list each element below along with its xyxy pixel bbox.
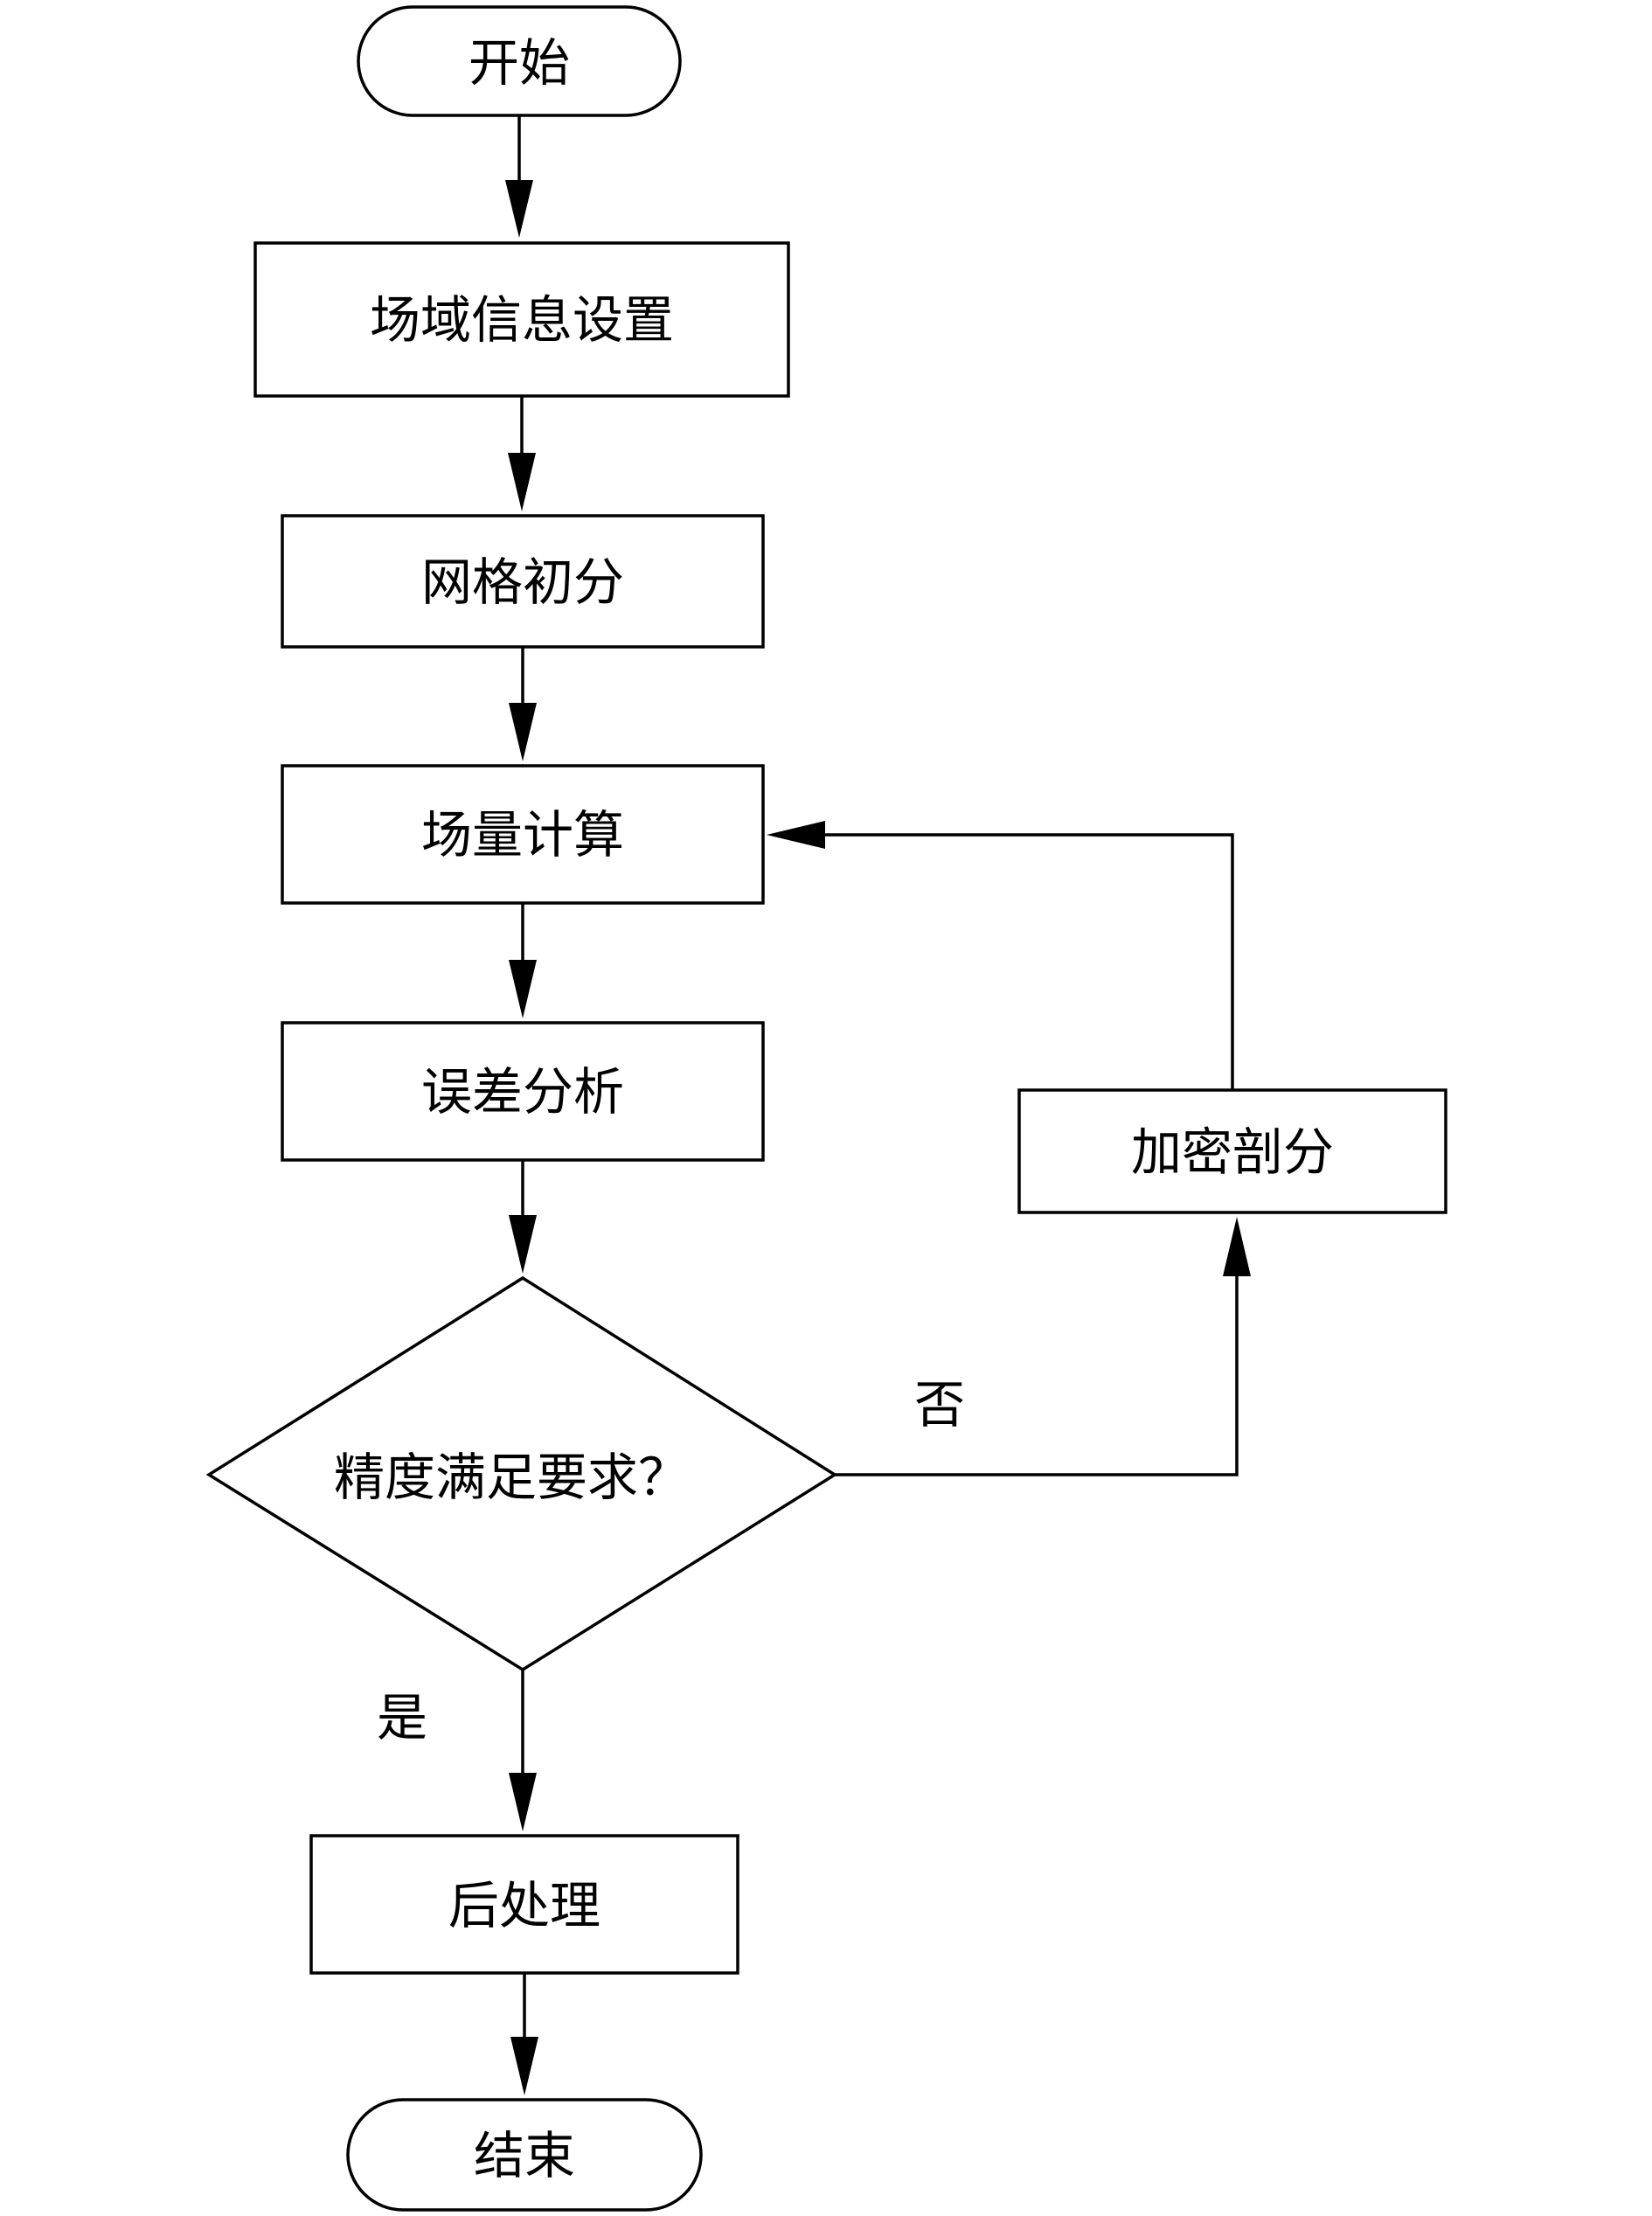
error-analysis-label: 误差分析 — [421, 1062, 624, 1122]
mesh-init-node: 网格初分 — [281, 514, 765, 649]
edge-decision-no-to-refine — [835, 1217, 1251, 1476]
edge-refine-to-calc — [767, 821, 1234, 1090]
yes-branch-label: 是 — [377, 1688, 427, 1747]
error-analysis-node: 误差分析 — [281, 1021, 765, 1162]
no-branch-label: 否 — [914, 1375, 965, 1434]
accuracy-decision-node: 精度满足要求？ — [205, 1275, 838, 1672]
field-calc-node: 场量计算 — [281, 764, 765, 905]
mesh-init-label: 网格初分 — [421, 552, 624, 612]
end-label: 结束 — [474, 2126, 575, 2185]
edge-post-to-end — [510, 1973, 538, 2095]
edge-decision-yes-to-post — [509, 1670, 537, 1831]
edge-setup-to-mesh — [508, 396, 536, 511]
edge-start-to-setup — [505, 115, 533, 238]
field-setup-label: 场域信息设置 — [370, 290, 674, 350]
accuracy-decision-label: 精度满足要求？ — [334, 1448, 689, 1507]
field-setup-node: 场域信息设置 — [253, 241, 790, 398]
start-node: 开始 — [357, 5, 682, 117]
refine-label: 加密剖分 — [1131, 1122, 1334, 1182]
edge-error-to-decision — [509, 1160, 537, 1274]
post-process-node: 后处理 — [309, 1834, 739, 1975]
end-node: 结束 — [346, 2098, 703, 2212]
edge-mesh-to-calc — [509, 647, 537, 761]
edge-calc-to-error — [509, 903, 537, 1018]
field-calc-label: 场量计算 — [421, 805, 624, 865]
refine-node: 加密剖分 — [1017, 1088, 1447, 1214]
post-process-label: 后处理 — [448, 1876, 600, 1935]
start-label: 开始 — [469, 33, 570, 93]
